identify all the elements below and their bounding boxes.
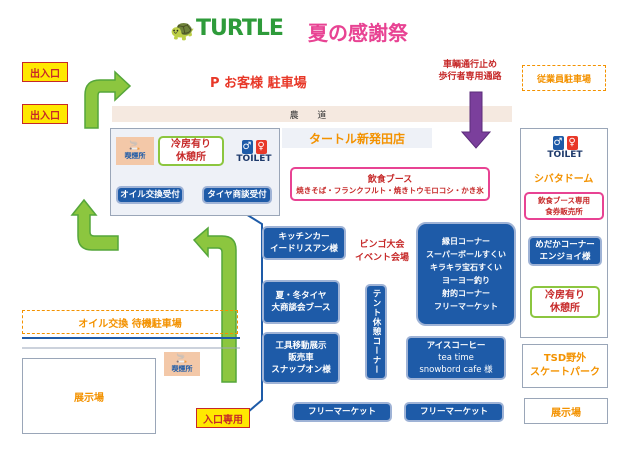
rest-area-left: 冷房有り 休憩所 xyxy=(158,136,224,166)
female-icon: ♀ xyxy=(566,136,578,150)
festival-item-2: キラキラ宝石すくい xyxy=(430,263,502,272)
tire-sale-booth: 夏・冬タイヤ 大商談会ブース xyxy=(262,280,340,324)
kitchen-car: キッチンカー イードリスアン様 xyxy=(262,226,346,260)
toilet-right: ♂ ♀ TOILET xyxy=(540,132,590,164)
smoking-icon: 🚬 xyxy=(129,141,141,151)
male-icon: ♂ xyxy=(552,136,564,150)
tsd-skate-park: TSD野外 スケートパーク xyxy=(522,344,608,388)
tire-sale-line-1: 夏・冬タイヤ xyxy=(275,291,327,301)
arrow-icon xyxy=(192,226,237,383)
oil-wait-parking: オイル交換 待機駐車場 xyxy=(22,310,238,334)
tire-reception: タイヤ商談受付 xyxy=(202,186,272,204)
arrow-icon xyxy=(460,91,492,149)
food-booth: 飲食ブース 焼きそば・フランクフルト・焼きトウモロコシ・かき氷 xyxy=(290,167,490,201)
turtle-logo-icon: 🐢 xyxy=(170,18,195,42)
road: 農 道 xyxy=(112,106,512,122)
staff-parking: 従業員駐車場 xyxy=(522,65,606,91)
ice-coffee-booth: アイスコーヒー tea time snowbord cafe 様 xyxy=(406,336,506,380)
store-name: タートル新発田店 xyxy=(282,128,432,148)
medaka-line-2: エンジョイ様 xyxy=(539,252,591,262)
walkway-line xyxy=(235,207,263,413)
rest-right-line-2: 休憩所 xyxy=(550,303,580,314)
closure-line-1: 車輌通行止め xyxy=(442,60,497,70)
festival-item-5: フリーマーケット xyxy=(434,302,498,311)
rest-area-line-1: 冷房有り xyxy=(171,139,211,150)
showroom-right: 展示場 xyxy=(524,398,608,424)
arrow-icon xyxy=(84,70,132,129)
toilet-label: TOILET xyxy=(236,154,272,164)
smoking-icon: 🚬 xyxy=(176,354,188,364)
toilet-left: ♂ ♀ TOILET xyxy=(232,136,276,168)
festival-item-4: 射的コーナー xyxy=(442,289,490,298)
smoking-lower-label: 喫煙所 xyxy=(171,365,193,373)
header: 🐢 TURTLE 夏の感謝祭 xyxy=(160,14,480,45)
closure-notice: 車輌通行止め 歩行者専用通路 xyxy=(420,56,520,86)
entrance-exit-bottom: 出入口 xyxy=(22,104,68,124)
ticket-booth: 飲食ブース専用 食券販売所 xyxy=(524,192,604,220)
rest-area-line-2: 休憩所 xyxy=(176,152,206,163)
female-icon: ♀ xyxy=(255,140,267,154)
food-booth-items: 焼きそば・フランクフルト・焼きトウモロコシ・かき氷 xyxy=(296,186,484,195)
smoking-area: 🚬 喫煙所 xyxy=(116,137,154,165)
entrance-only: 入口専用 xyxy=(196,408,250,428)
rest-area-right: 冷房有り 休憩所 xyxy=(530,286,600,318)
toilet-right-label: TOILET xyxy=(547,150,583,160)
rest-right-line-1: 冷房有り xyxy=(545,290,585,301)
medaka-corner: めだかコーナー エンジョイ様 xyxy=(528,236,602,266)
tool-line-1: 工具移動展示 xyxy=(275,341,327,351)
tool-truck: 工具移動展示 販売車 スナップオン様 xyxy=(262,332,340,384)
kitchen-line-2: イードリスアン様 xyxy=(270,244,338,254)
festival-item-1: スーパーボールすくい xyxy=(426,250,506,259)
ticket-line-1: 飲食ブース専用 xyxy=(537,196,591,205)
customer-parking-label: P お客様 駐車場 xyxy=(210,76,307,91)
ice-coffee-line-1: アイスコーヒー xyxy=(426,341,486,351)
tool-line-2: 販売車 xyxy=(288,353,314,363)
bingo-line-2: イベント会場 xyxy=(354,253,409,263)
smoking-label: 喫煙所 xyxy=(124,152,146,160)
arrow-icon xyxy=(70,198,119,251)
medaka-line-1: めだかコーナー xyxy=(535,240,595,250)
page-title: 夏の感謝祭 xyxy=(308,21,408,45)
closure-line-2: 歩行者専用通路 xyxy=(438,72,502,82)
ice-coffee-line-3: snowbord cafe 様 xyxy=(419,365,493,375)
bingo-line-1: ビンゴ大会 xyxy=(359,240,405,250)
male-icon: ♂ xyxy=(241,140,253,154)
tsd-line-2: スケートパーク xyxy=(530,367,600,378)
bingo-area: ビンゴ大会 イベント会場 xyxy=(350,236,414,268)
oil-reception: オイル交換受付 xyxy=(116,186,184,204)
ticket-line-2: 食券販売所 xyxy=(545,207,583,216)
shibata-dome: シバタドーム xyxy=(534,174,594,185)
entrance-exit-top: 出入口 xyxy=(22,62,68,82)
tool-line-3: スナップオン様 xyxy=(271,365,331,375)
smoking-area-lower: 🚬 喫煙所 xyxy=(164,352,200,376)
food-booth-title: 飲食ブース xyxy=(367,175,413,185)
brand-logo: TURTLE xyxy=(196,16,284,41)
ice-coffee-line-2: tea time xyxy=(438,353,474,363)
festival-title: 縁日コーナー xyxy=(442,237,490,246)
showroom-left: 展示場 xyxy=(22,358,156,434)
tent-rest-label: テント休憩コーナー xyxy=(371,289,381,375)
festival-item-3: ヨーヨー釣り xyxy=(442,276,490,285)
kitchen-line-1: キッチンカー xyxy=(278,232,330,242)
tsd-line-1: TSD野外 xyxy=(543,353,587,364)
festival-corner: 縁日コーナー スーパーボールすくい キラキラ宝石すくい ヨーヨー釣り 射的コーナ… xyxy=(416,222,516,326)
tire-sale-line-2: 大商談会ブース xyxy=(271,303,331,313)
flea-market-1: フリーマーケット xyxy=(292,402,392,422)
tent-rest-corner: テント休憩コーナー xyxy=(365,284,387,380)
flea-market-2: フリーマーケット xyxy=(404,402,504,422)
